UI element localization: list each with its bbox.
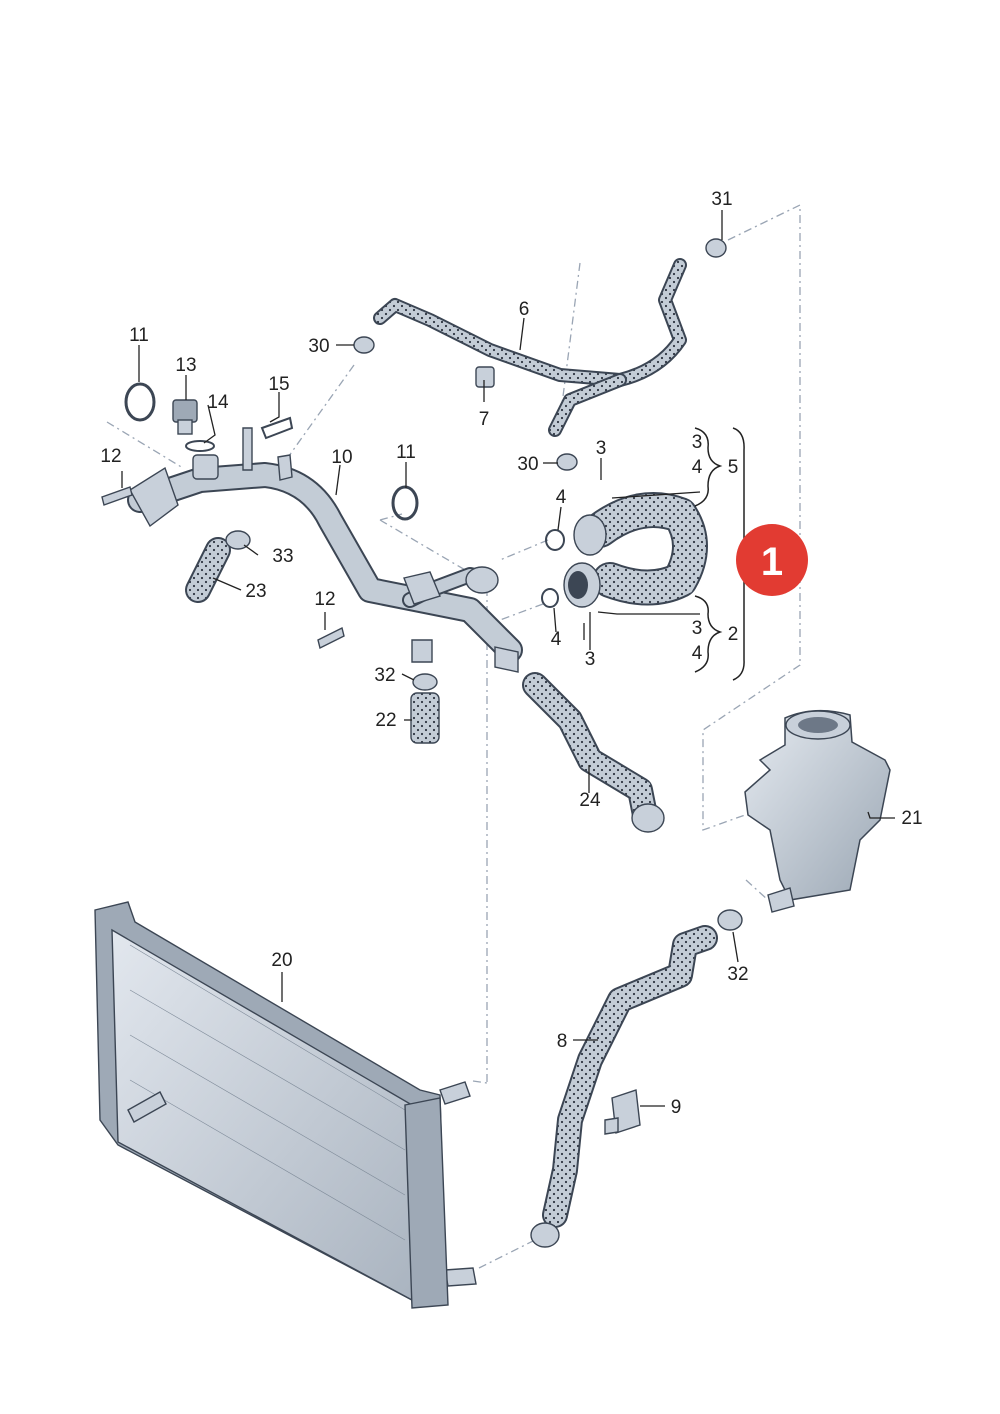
hose-bracket: [604, 1089, 641, 1135]
callout-33: 33: [272, 546, 293, 567]
callout-20: 20: [271, 950, 292, 971]
callout-2: 2: [728, 624, 739, 645]
callout-7: 7: [479, 409, 490, 430]
callout-30: 30: [308, 336, 329, 357]
callout-32: 32: [374, 665, 395, 686]
callout-23: 23: [245, 581, 266, 602]
badge-number: 1: [761, 540, 783, 584]
callout-12: 12: [100, 446, 121, 467]
callout-31: 31: [711, 189, 732, 210]
callout-22: 22: [375, 710, 396, 731]
callout-4: 4: [692, 643, 703, 664]
callout-3: 3: [585, 649, 596, 670]
radiator-feed-hose: [530, 925, 718, 1248]
callout-13: 13: [175, 355, 196, 376]
callout-5: 5: [728, 457, 739, 478]
callout-4: 4: [692, 457, 703, 478]
badge-circle: [736, 524, 808, 596]
bleed-hose: [373, 258, 687, 437]
callout-6: 6: [519, 299, 530, 320]
callout-32: 32: [727, 964, 748, 985]
callout-11: 11: [396, 442, 416, 463]
callout-10: 10: [331, 447, 352, 468]
short-hose: [410, 673, 440, 744]
sensor-parts: [101, 382, 419, 650]
lower-return-hose: [522, 672, 665, 833]
coolant-pipe: [127, 427, 523, 673]
radiator: [94, 901, 477, 1309]
callout-21: 21: [901, 808, 922, 829]
hose-clips: [353, 238, 743, 931]
callout-labels: 31 6 11 13 30 14 15 7 3 3 4 5 30 12 10 1…: [100, 189, 922, 1118]
callout-30: 30: [517, 454, 538, 475]
callout-4: 4: [556, 487, 567, 508]
callout-12: 12: [314, 589, 335, 610]
callout-8: 8: [557, 1031, 568, 1052]
callout-3: 3: [596, 438, 607, 459]
callout-24: 24: [579, 790, 601, 811]
callout-11: 11: [129, 325, 149, 346]
expansion-tank: [744, 709, 891, 913]
callout-3: 3: [692, 432, 703, 453]
callout-14: 14: [207, 392, 229, 413]
hose-assembly: [541, 492, 708, 608]
callout-9: 9: [671, 1097, 682, 1118]
callout-15: 15: [268, 374, 289, 395]
callout-3: 3: [692, 618, 703, 639]
callout-4: 4: [551, 629, 562, 650]
small-hose: [185, 530, 251, 603]
reference-badge: 1: [736, 524, 808, 596]
assembly-guide-lines: [106, 203, 801, 1269]
